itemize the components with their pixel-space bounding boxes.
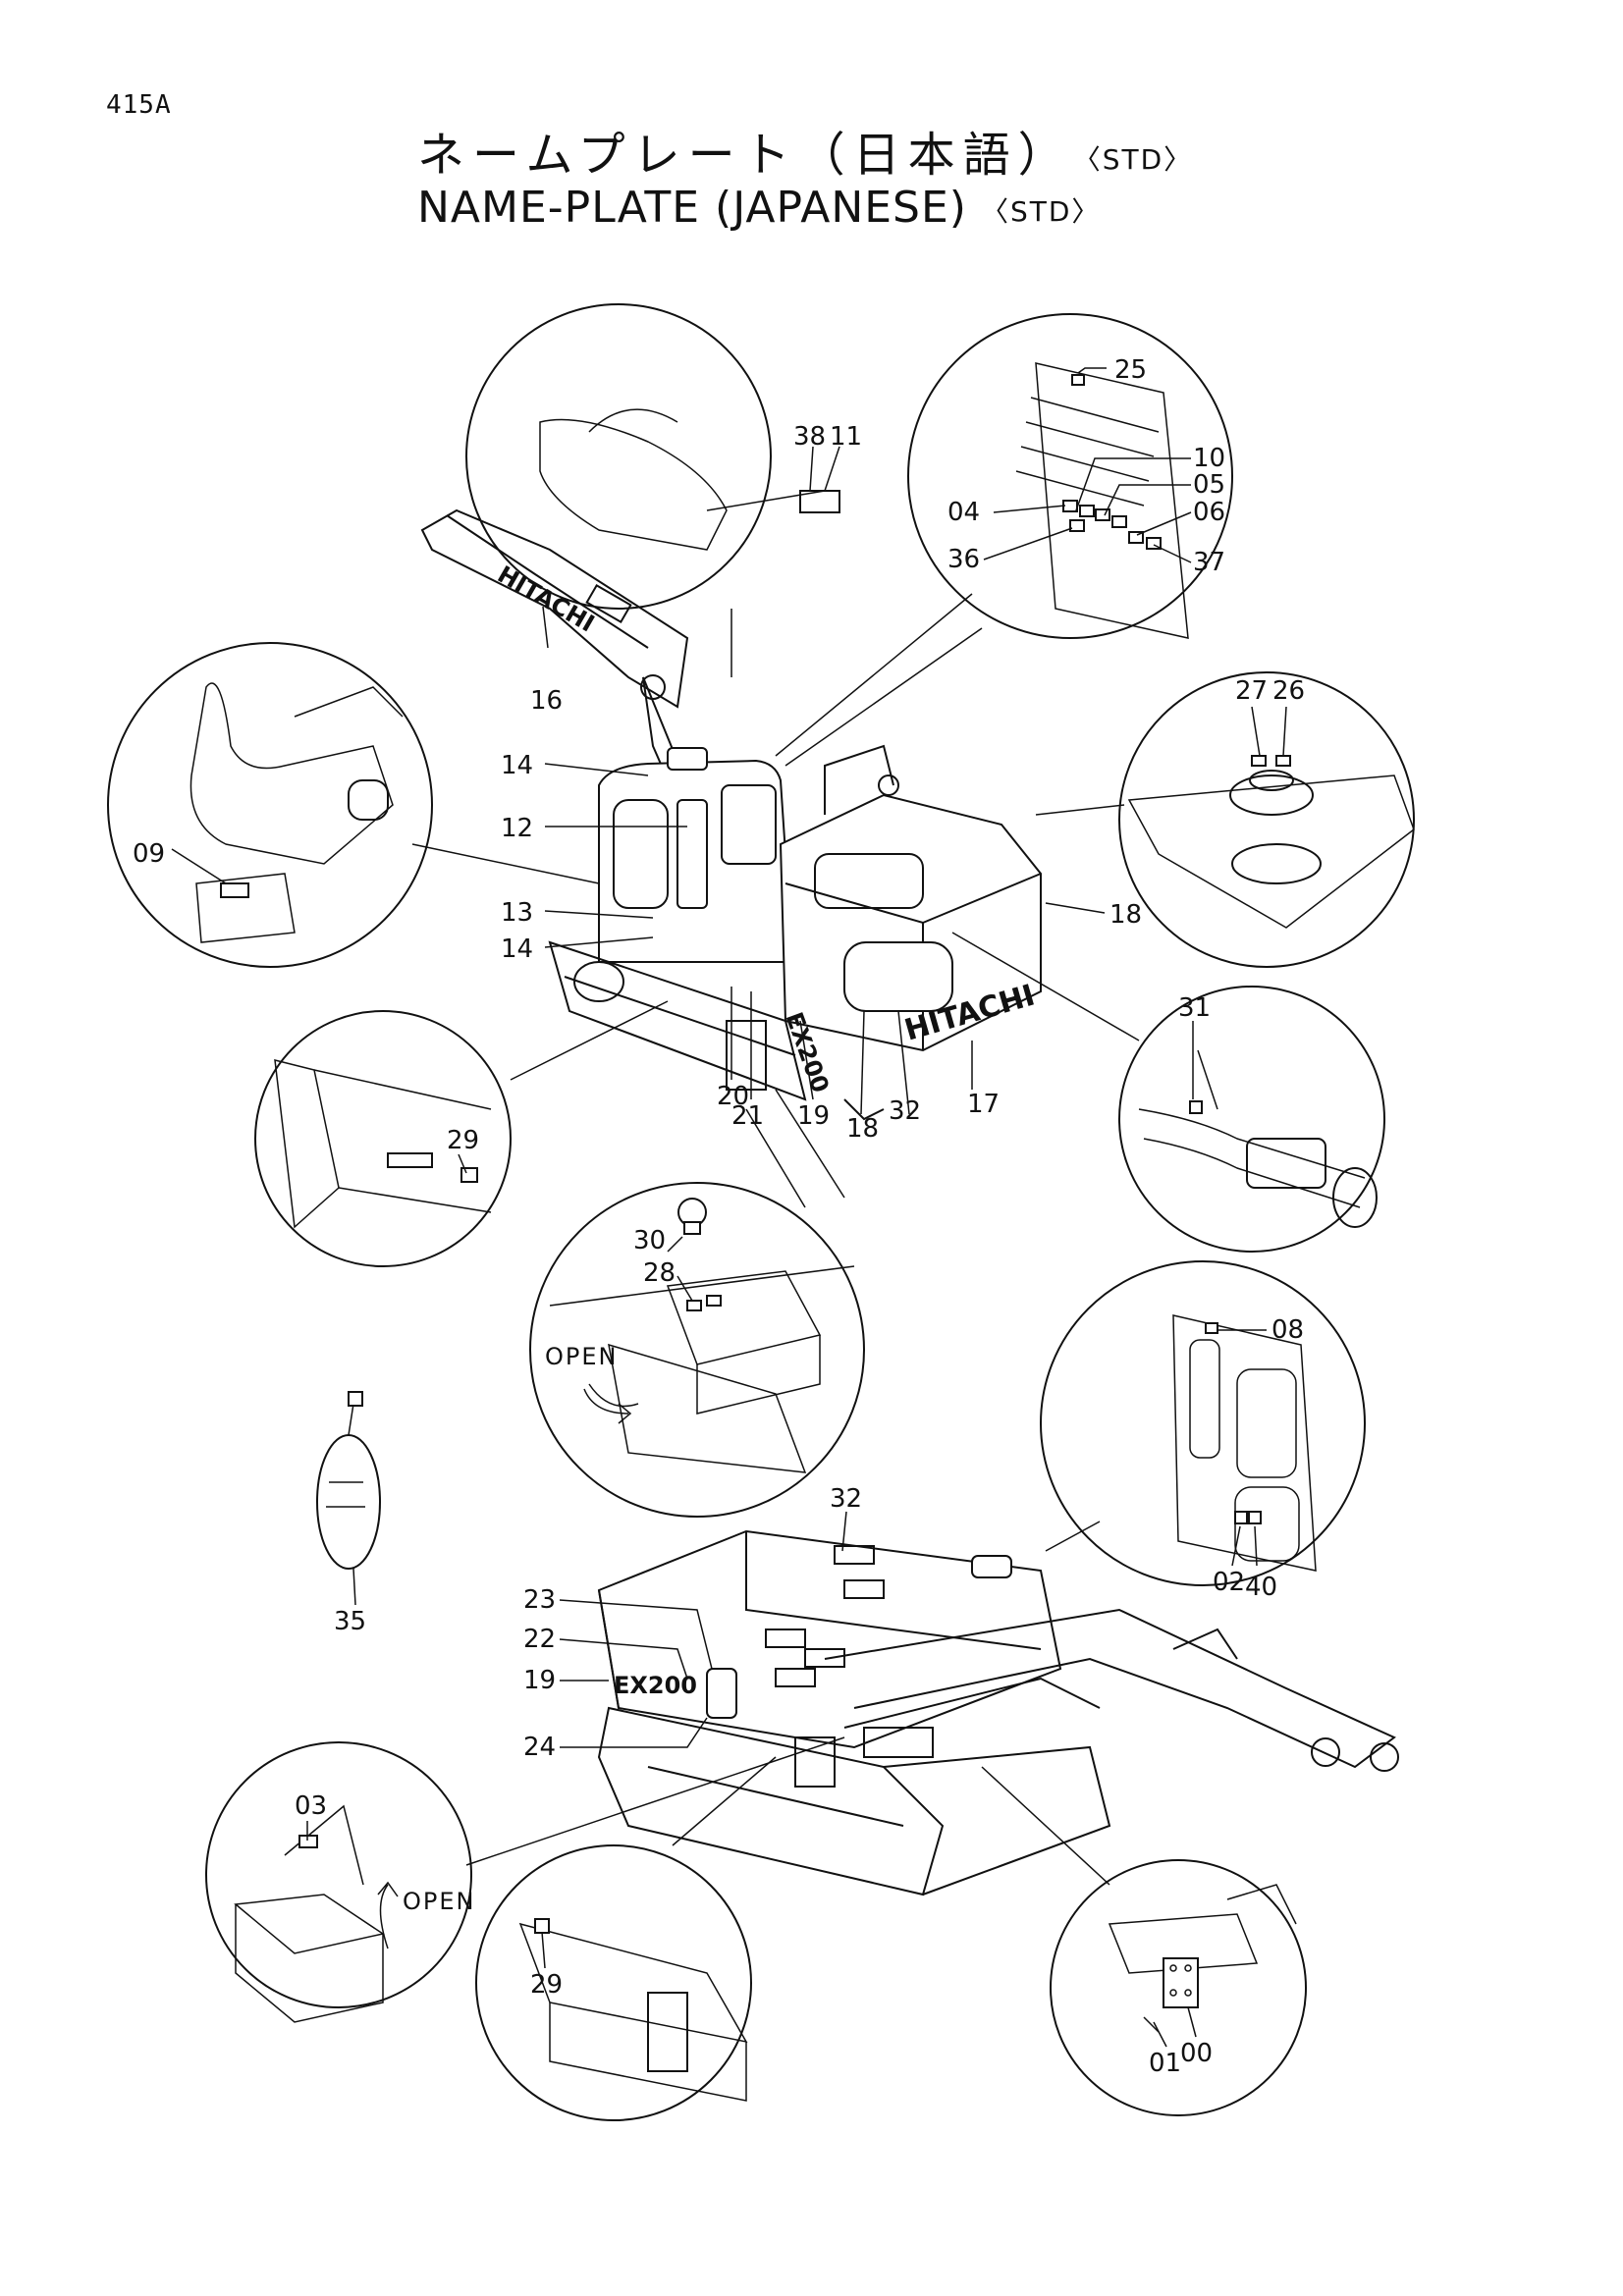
title-japanese-suffix: 〈STD〉 bbox=[1086, 143, 1194, 176]
detail-circle-door bbox=[1040, 1260, 1366, 1586]
callout-20: 20 bbox=[717, 1082, 749, 1111]
detail-circle-seat bbox=[107, 642, 600, 968]
open-arrow-battery bbox=[583, 1388, 632, 1424]
callout-32-upper: 32 bbox=[889, 1096, 921, 1126]
lower-machine-view: EX200 bbox=[597, 1529, 1399, 1896]
page-code: 415A bbox=[106, 90, 172, 120]
callout-38: 38 bbox=[793, 422, 826, 452]
callout-40: 40 bbox=[1245, 1573, 1277, 1602]
callout-27: 27 bbox=[1235, 676, 1268, 706]
detail-circle-hose bbox=[951, 932, 1385, 1253]
callout-14-top: 14 bbox=[501, 751, 533, 780]
callout-26: 26 bbox=[1272, 676, 1305, 706]
open-label-toolbox: OPEN bbox=[403, 1888, 475, 1915]
open-label-battery: OPEN bbox=[545, 1343, 618, 1370]
title-japanese: ネームプレート（日本語） 〈STD〉 bbox=[417, 116, 1193, 185]
model-text-lower: EX200 bbox=[614, 1672, 697, 1699]
detail-circle-toolbox bbox=[205, 1736, 845, 2023]
detail-circle-panel bbox=[775, 313, 1233, 767]
callout-19-upper: 19 bbox=[797, 1101, 830, 1131]
callout-22: 22 bbox=[523, 1625, 556, 1654]
callout-00: 00 bbox=[1180, 2039, 1213, 2068]
callout-16: 16 bbox=[530, 686, 563, 716]
callout-25: 25 bbox=[1114, 355, 1147, 385]
callout-23: 23 bbox=[523, 1585, 556, 1615]
tag-35-drawing bbox=[316, 1391, 381, 1570]
callout-06: 06 bbox=[1193, 498, 1225, 527]
callout-37: 37 bbox=[1193, 548, 1225, 577]
callout-13: 13 bbox=[501, 898, 533, 928]
callout-11: 11 bbox=[830, 422, 862, 452]
detail-circle-battery bbox=[529, 1089, 865, 1518]
callout-labels: 25 10 05 04 06 36 37 38 11 16 09 27 26 1… bbox=[133, 355, 1305, 2078]
callout-12: 12 bbox=[501, 814, 533, 843]
callout-02: 02 bbox=[1213, 1568, 1245, 1597]
callout-30: 30 bbox=[633, 1226, 666, 1255]
callout-36: 36 bbox=[947, 545, 980, 574]
callout-28: 28 bbox=[643, 1258, 676, 1288]
detail-circle-track-right bbox=[475, 1756, 777, 2121]
callout-18-right: 18 bbox=[1109, 900, 1142, 930]
title-english-suffix: 〈STD〉 bbox=[980, 195, 1102, 228]
title-english-text: NAME-PLATE (JAPANESE) bbox=[417, 183, 967, 233]
callout-18-bottom: 18 bbox=[846, 1114, 879, 1144]
callout-24: 24 bbox=[523, 1733, 556, 1762]
callout-35: 35 bbox=[334, 1607, 366, 1636]
callout-01: 01 bbox=[1149, 2049, 1181, 2078]
callout-08: 08 bbox=[1271, 1315, 1304, 1345]
detail-circle-plate-bolt bbox=[981, 1766, 1307, 2116]
callout-31: 31 bbox=[1178, 993, 1211, 1023]
title-english: NAME-PLATE (JAPANESE) 〈STD〉 bbox=[417, 183, 1101, 233]
callout-05: 05 bbox=[1193, 470, 1225, 500]
detail-circle-track-left bbox=[254, 1000, 669, 1267]
detail-circle-pedal bbox=[465, 303, 840, 677]
callout-19-lower: 19 bbox=[523, 1666, 556, 1695]
callout-leaders bbox=[171, 367, 1287, 2048]
callout-03: 03 bbox=[295, 1791, 327, 1821]
callout-04: 04 bbox=[947, 498, 980, 527]
callout-29-right: 29 bbox=[530, 1970, 563, 2000]
callout-10: 10 bbox=[1193, 444, 1225, 473]
detail-circle-cap bbox=[1035, 671, 1415, 968]
callout-17: 17 bbox=[967, 1090, 1000, 1119]
open-arrow-toolbox bbox=[377, 1881, 399, 1949]
callout-14-bottom: 14 bbox=[501, 934, 533, 964]
callout-21: 21 bbox=[731, 1101, 764, 1131]
title-japanese-text: ネームプレート（日本語） bbox=[417, 128, 1073, 183]
callout-29-left: 29 bbox=[447, 1126, 479, 1155]
callout-09: 09 bbox=[133, 839, 165, 869]
callout-32-lower: 32 bbox=[830, 1484, 862, 1514]
